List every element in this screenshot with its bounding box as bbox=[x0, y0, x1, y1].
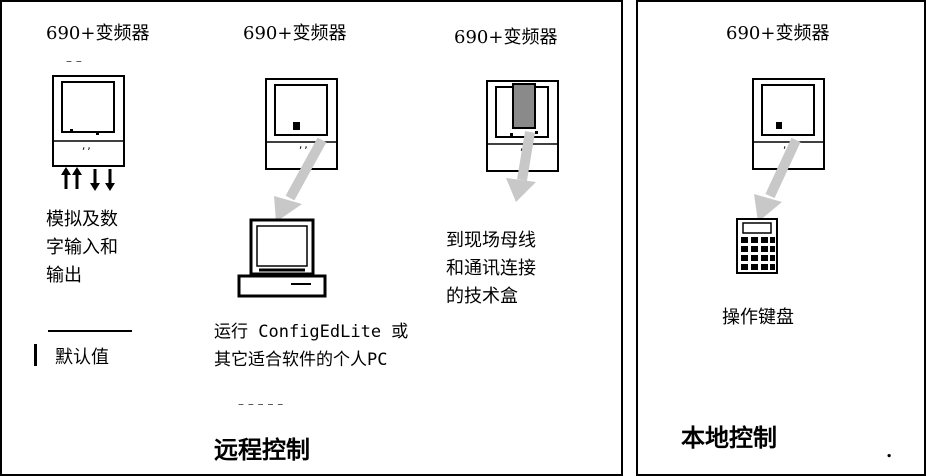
connection-arrow bbox=[506, 131, 536, 202]
inverter-label-local: 690+变频器 bbox=[726, 23, 830, 44]
pc-software-label: 运行 ConfigEdLite 或 其它适合软件的个人PC bbox=[214, 318, 434, 374]
inverter-drive-icon: ,, bbox=[265, 78, 338, 170]
tech-box-label: 到现场母线 和通讯连接 的技术盒 bbox=[446, 227, 576, 311]
inverter-label-pc: 690+变频器 bbox=[243, 23, 347, 44]
analog-io-line-1: 模拟及数 bbox=[46, 209, 118, 230]
analog-io-label: 模拟及数 字输入和 输出 bbox=[46, 206, 146, 290]
svg-text:,,: ,, bbox=[81, 142, 92, 152]
personal-computer-icon bbox=[237, 218, 327, 298]
tech-box-line-2: 和通讯连接 bbox=[446, 258, 536, 279]
inverter-drive-icon: ,, bbox=[52, 75, 125, 191]
operator-keypad-icon bbox=[736, 218, 778, 274]
inverter-label-analog: 690+变频器 bbox=[46, 23, 150, 44]
inverter-drive-icon: ,, bbox=[486, 80, 559, 172]
pc-software-line-1: 运行 ConfigEdLite 或 bbox=[214, 322, 409, 342]
analog-io-line-3: 输出 bbox=[46, 265, 82, 286]
clipped-text-fragment: – – bbox=[66, 54, 82, 68]
keypad-label: 操作键盘 bbox=[722, 307, 794, 328]
svg-text:,,: ,, bbox=[298, 141, 309, 151]
default-value-label: 默认值 bbox=[55, 347, 109, 368]
local-control-title: 本地控制 bbox=[681, 424, 777, 452]
clipped-edge-mark bbox=[34, 344, 37, 366]
svg-text:,,: ,, bbox=[782, 141, 793, 151]
remote-control-title: 远程控制 bbox=[214, 436, 310, 464]
trailing-dot: . bbox=[886, 441, 893, 462]
connection-arrow bbox=[754, 137, 801, 222]
tech-box-line-1: 到现场母线 bbox=[446, 230, 536, 251]
analog-io-line-2: 字输入和 bbox=[46, 237, 118, 258]
inverter-label-techbox: 690+变频器 bbox=[454, 27, 558, 48]
tech-box-line-3: 的技术盒 bbox=[446, 286, 518, 307]
pc-software-line-2: 其它适合软件的个人PC bbox=[214, 350, 388, 370]
connection-arrow bbox=[274, 137, 327, 222]
clipped-text-fragment: – – – – – bbox=[238, 397, 284, 411]
divider-line bbox=[48, 330, 132, 332]
